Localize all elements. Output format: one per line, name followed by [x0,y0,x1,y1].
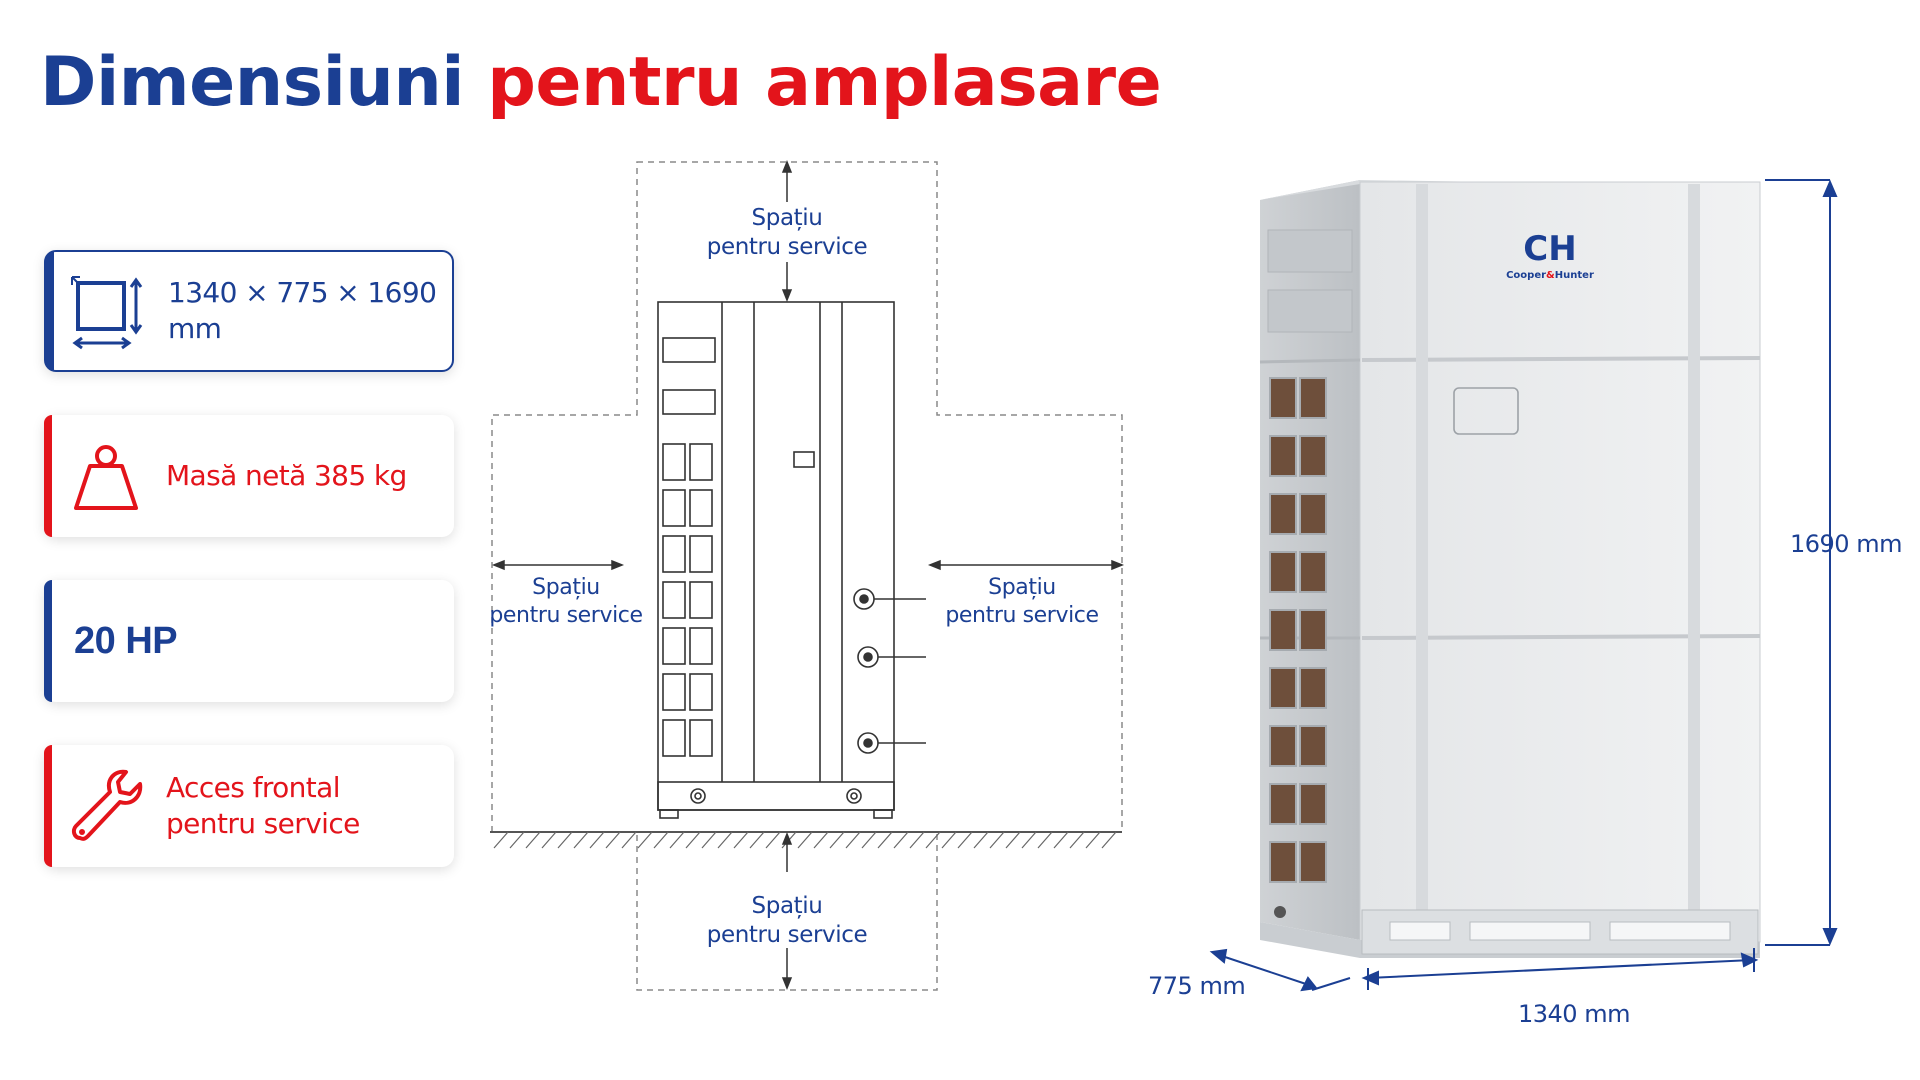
brand-name-right: Hunter [1555,270,1594,281]
side-grille [662,443,713,757]
dimensions-text: 1340 × 775 × 1690 mm [168,275,437,345]
service-space-left: Spațiu pentru service [484,574,648,630]
service-space-top-line2: pentru service [706,234,868,261]
unit-side-grille [1269,377,1327,883]
service-space-right-line1: Spațiu [988,575,1056,600]
service-space-top: Spațiu pentru service [680,204,894,263]
unit-front-drawing [657,301,926,819]
dimensions-icon [71,276,143,350]
title-part-red: pentru amplasare [487,43,1162,122]
service-arrows [491,159,1125,991]
service-space-bottom: Spațiu pentru service [680,892,894,951]
weight-icon [74,445,138,510]
service-space-left-line2: pentru service [489,603,643,629]
unit-illustration: CH Cooper&Hunter [1209,179,1838,992]
weight-text: Masă netă 385 kg [166,458,407,492]
power-text: 20 HP [74,619,178,662]
brand-logo-mark: CH [1523,229,1576,269]
card-dimensions: 1340 × 775 × 1690 mm [44,250,454,372]
dimension-lines [1209,179,1838,992]
unit-body [1259,180,1761,943]
card-power: 20 HP [44,580,454,702]
page-title: Dimensiuni pentru amplasare [40,43,1162,122]
brand-name: Cooper&Hunter [1506,270,1594,281]
ground-hatch [490,831,1122,849]
service-access-line2: pentru service [166,807,360,840]
card-weight: Masă netă 385 kg [44,415,454,537]
clearance-outline [491,161,1123,991]
service-access-line1: Acces frontal [166,770,341,804]
title-part-blue: Dimensiuni [40,43,465,122]
unit-base-frame [1260,906,1760,958]
brand-logo: CH Cooper&Hunter [1506,229,1594,281]
service-space-bottom-line2: pentru service [706,922,868,949]
service-space-right: Spațiu pentru service [940,574,1104,630]
brand-name-left: Cooper [1506,270,1546,281]
service-space-left-line1: Spațiu [532,575,600,600]
service-space-right-line2: pentru service [945,603,1099,629]
clearance-diagram [490,159,1125,991]
wrench-icon [71,769,143,841]
service-space-bottom-line1: Spațiu [751,893,823,919]
dimension-height: 1690 mm [1790,530,1902,558]
dimension-width: 1340 mm [1518,1000,1630,1028]
brand-amp: & [1546,270,1555,281]
service-access-text: Acces frontal pentru service [166,770,360,843]
pipe-connections [853,588,926,754]
card-service-access: Acces frontal pentru service [44,745,454,867]
dimension-depth: 775 mm [1148,972,1246,1000]
service-space-top-line1: Spațiu [751,205,823,231]
